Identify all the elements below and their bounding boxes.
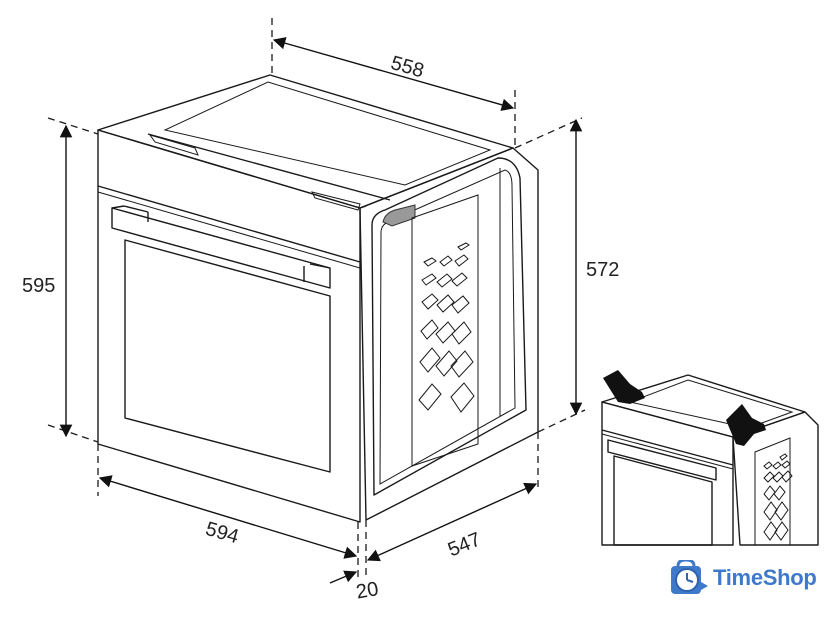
main-oven xyxy=(97,74,539,523)
timeshop-logo-text: TimeShop xyxy=(713,565,817,590)
side-latch xyxy=(382,204,416,227)
dimension-572: 572 xyxy=(514,117,619,433)
door-handle xyxy=(111,205,331,289)
dimension-558: 558 xyxy=(271,18,516,148)
oven-door-window xyxy=(124,239,331,473)
timeshop-logo-icon xyxy=(668,560,710,596)
oven-top xyxy=(97,74,514,209)
dimension-label-594: 594 xyxy=(203,518,241,548)
vent-slots xyxy=(418,242,475,413)
dimension-label-595: 595 xyxy=(22,275,55,297)
inset-oven-lifting xyxy=(601,370,819,546)
lifting-hand-right-icon xyxy=(726,404,766,446)
dimension-label-547: 547 xyxy=(445,528,484,561)
dimension-595: 595 xyxy=(22,117,99,443)
dimension-label-558: 558 xyxy=(388,52,426,82)
lifting-hand-left-icon xyxy=(603,370,645,404)
dimension-label-572: 572 xyxy=(586,259,619,281)
side-vent-panel xyxy=(411,194,479,467)
dimension-20: 20 xyxy=(329,570,380,604)
dimension-label-20: 20 xyxy=(354,578,380,604)
